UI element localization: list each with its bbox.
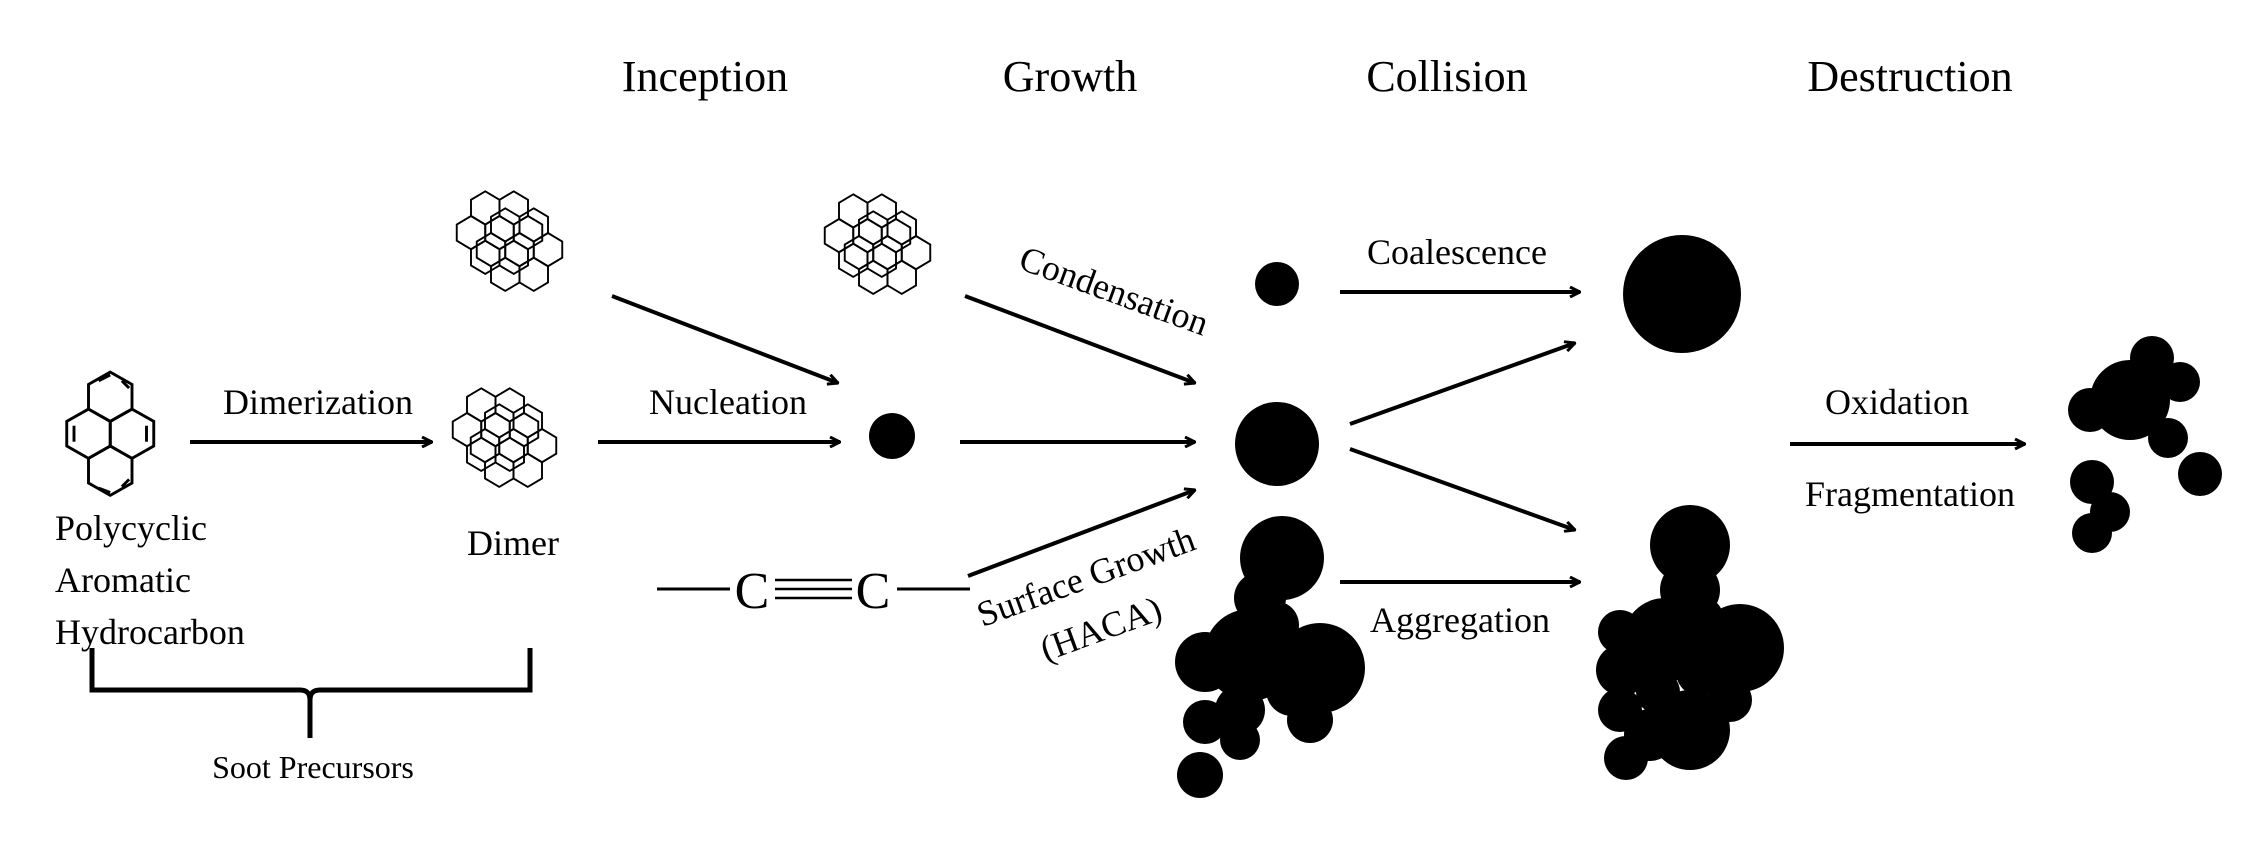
soot-particle-icon xyxy=(1255,262,1299,306)
soot-particle-icon xyxy=(1235,402,1319,486)
dimer-label: Dimer xyxy=(467,523,559,563)
dimerization-label: Dimerization xyxy=(223,382,413,422)
coalescence-label: Coalescence xyxy=(1367,232,1547,272)
soot-precursors-label: Soot Precursors xyxy=(212,749,414,785)
soot-fragments-icon xyxy=(2068,336,2222,553)
soot-aggregate-icon xyxy=(1175,516,1365,798)
soot-particle-icon xyxy=(1623,235,1741,353)
surface-growth-arrow-icon xyxy=(967,490,1195,578)
stacked-pah-dimer-icon xyxy=(451,387,558,488)
stage-collision: Collision xyxy=(1366,52,1527,101)
acetylene-carbon-2: C xyxy=(856,563,891,620)
soot-particle-icon xyxy=(869,413,915,459)
reaction-arrow-icon xyxy=(1349,343,1575,426)
nucleation-label: Nucleation xyxy=(649,382,807,422)
pah-label-line3: Hydrocarbon xyxy=(55,612,245,652)
soot-aggregate-icon xyxy=(1596,505,1784,780)
stacked-pah-dimer-icon xyxy=(823,193,932,295)
fragmentation-label: Fragmentation xyxy=(1805,474,2015,514)
pah-label-line1: Polycyclic xyxy=(55,508,207,548)
condensation-arrow-icon xyxy=(964,294,1195,383)
pah-label-line2: Aromatic xyxy=(55,560,191,600)
stage-destruction: Destruction xyxy=(1807,52,2012,101)
stacked-pah-dimer-icon xyxy=(455,190,564,292)
acetylene-icon: C C xyxy=(657,563,970,620)
stage-growth: Growth xyxy=(1003,52,1137,101)
stage-inception: Inception xyxy=(622,52,788,101)
oxidation-label: Oxidation xyxy=(1825,382,1969,422)
acetylene-carbon-1: C xyxy=(735,563,770,620)
soot-precursors-brace xyxy=(89,648,533,738)
aggregation-label: Aggregation xyxy=(1370,600,1550,640)
reaction-arrow-icon xyxy=(1349,447,1575,530)
pyrene-molecule-icon xyxy=(65,370,156,497)
reaction-arrow-icon xyxy=(611,294,838,383)
